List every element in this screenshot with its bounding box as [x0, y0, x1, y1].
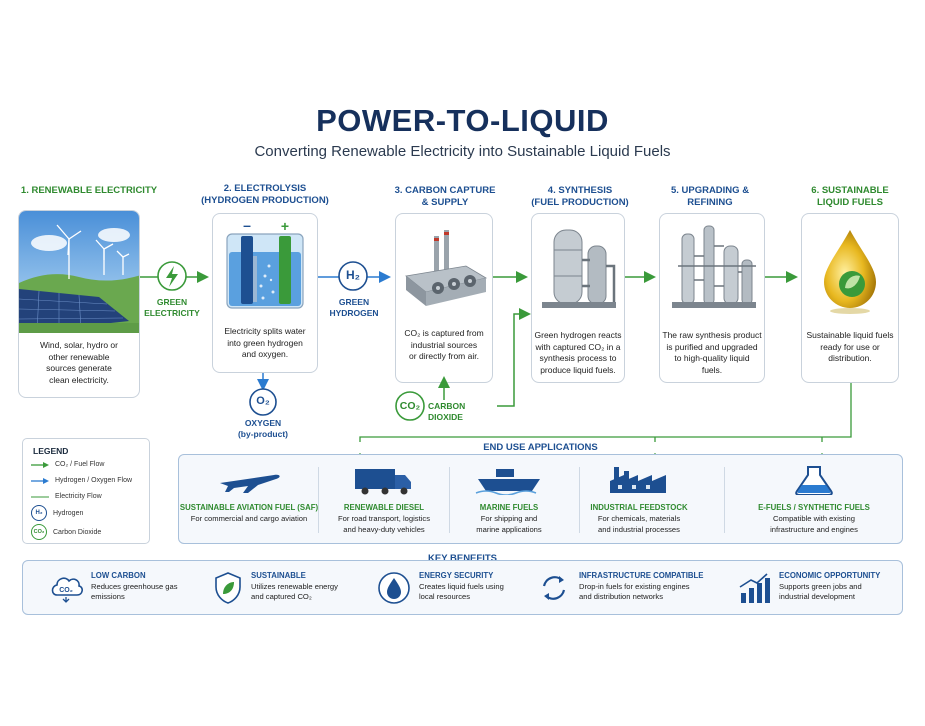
legend-item-hydrogen-oxygen-flow: Hydrogen / Oxygen Flow	[31, 477, 132, 484]
truck-icon	[355, 469, 411, 495]
legend-item-carbon-dioxide: CO₂ Carbon Dioxide	[31, 524, 101, 540]
legend-title: LEGEND	[33, 446, 69, 456]
growth-chart-icon	[739, 573, 770, 603]
ship-icon	[475, 469, 540, 496]
step-2-title: 2. ELECTROLYSIS(HYDROGEN PRODUCTION)	[201, 183, 329, 206]
end-use-title: END USE APPLICATIONS	[178, 442, 903, 453]
electrolyzer-illustration: – +	[226, 217, 304, 309]
benefit-energy-security: ENERGY SECURITY Creates liquid fuels usi…	[377, 571, 504, 605]
legend-item-co2-fuel-flow: CO₂ / Fuel Flow	[31, 461, 104, 468]
legend: LEGEND CO₂ / Fuel Flow Hydrogen / Oxygen…	[22, 438, 150, 544]
step-5-title: 5. UPGRADING &REFINING	[670, 185, 750, 208]
step-3-title: 3. CARBON CAPTURE& SUPPLY	[394, 185, 496, 208]
co2-cloud-icon: CO₂	[51, 577, 83, 603]
cycle-arrows-icon	[542, 576, 566, 600]
droplet-icon	[378, 572, 410, 604]
factory-icon	[610, 467, 666, 493]
app-industrial-feedstock: INDUSTRIAL FEEDSTOCK For chemicals, mate…	[579, 465, 699, 535]
renewable-landscape-image	[19, 211, 139, 333]
step-4-title: 4. SYNTHESIS(FUEL PRODUCTION)	[531, 185, 629, 208]
end-use-applications: SUSTAINABLE AVIATION FUEL (SAF) For comm…	[178, 454, 903, 544]
refinery-illustration	[672, 225, 756, 308]
app-e-fuels: E-FUELS / SYNTHETIC FUELS Compatible wit…	[724, 465, 904, 535]
oxygen-symbol: O₂	[256, 395, 270, 407]
oxygen-label: OXYGEN(by-product)	[237, 418, 289, 439]
co2-circle-icon	[395, 391, 425, 421]
benefit-infrastructure-compatible: INFRASTRUCTURE COMPATIBLE Drop-in fuels …	[537, 571, 703, 605]
hydrogen-symbol: H₂	[346, 268, 360, 282]
svg-text:CO₂: CO₂	[59, 587, 73, 594]
carbon-capture-plant-illustration	[405, 230, 488, 306]
app-renewable-diesel: RENEWABLE DIESEL For road transport, log…	[319, 465, 449, 535]
benefit-economic-opportunity: ECONOMIC OPPORTUNITY Supports green jobs…	[737, 571, 880, 605]
flask-icon	[795, 466, 833, 496]
svg-text:–: –	[243, 217, 251, 233]
page-title: POWER-TO-LIQUID	[316, 103, 609, 138]
app-saf: SUSTAINABLE AVIATION FUEL (SAF) For comm…	[179, 465, 319, 525]
fuel-droplet-icon	[824, 230, 876, 314]
airplane-icon	[220, 474, 280, 493]
page-subtitle: Converting Renewable Electricity into Su…	[254, 143, 671, 160]
synthesis-reactor-illustration	[542, 229, 616, 308]
oxygen-circle-icon	[249, 388, 277, 416]
carbon-dioxide-label: CARBON DIOXIDE	[428, 401, 466, 422]
leaf-shield-icon	[215, 572, 241, 604]
legend-item-electricity-flow: Electricity Flow	[31, 493, 102, 500]
svg-text:+: +	[281, 218, 289, 234]
co2-to-synthesis-arrow	[497, 308, 531, 407]
step-1-title: 1. RENEWABLE ELECTRICITY	[20, 185, 158, 196]
legend-item-hydrogen: H₂ Hydrogen	[31, 505, 83, 521]
co2-symbol: CO₂	[399, 400, 421, 412]
hydrogen-circle-icon	[338, 261, 368, 291]
key-benefits-title: KEY BENEFITS	[22, 553, 903, 564]
